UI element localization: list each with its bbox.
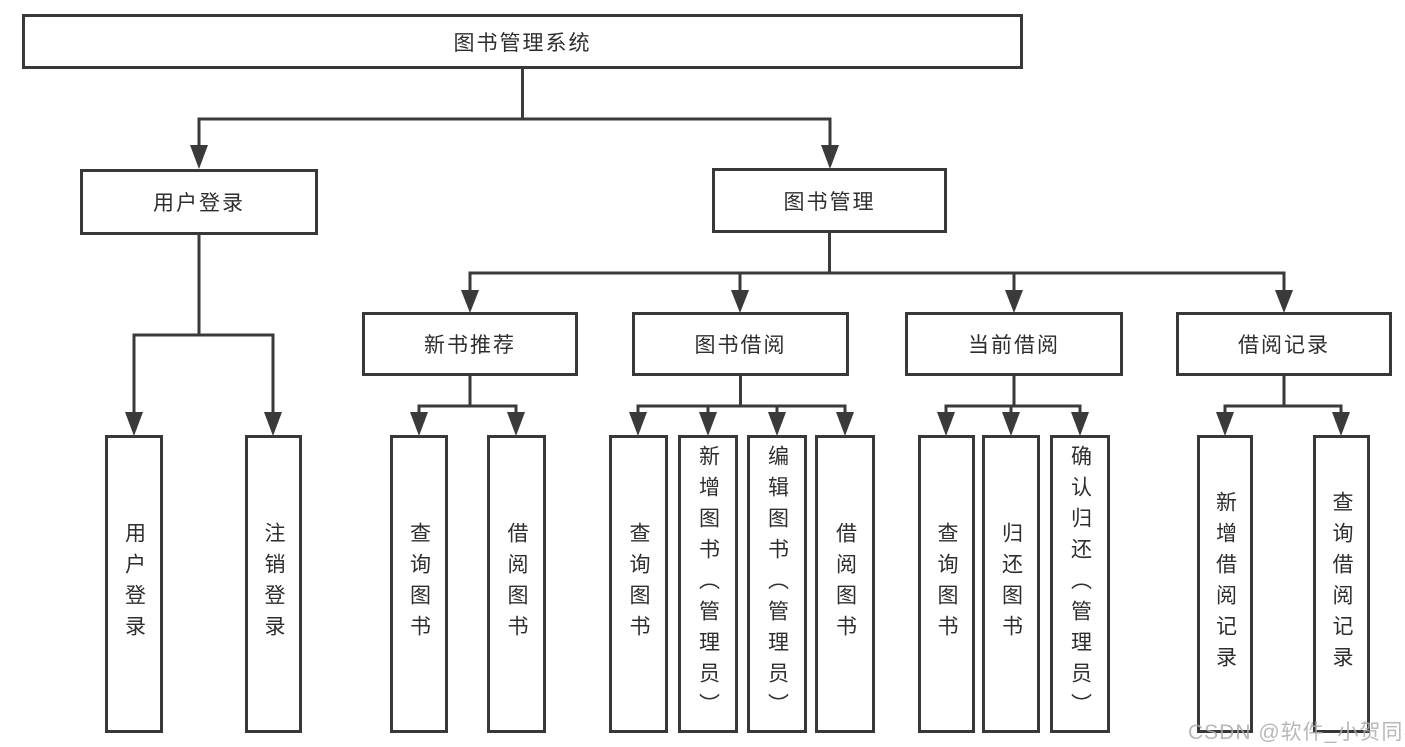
connector-root-to-level2 [197, 69, 832, 147]
arrow-icon [821, 145, 839, 169]
arrow-icon [264, 412, 282, 436]
arrow-icon [125, 412, 143, 436]
arrow-icon [410, 412, 428, 436]
connector-user-login-branch [132, 235, 275, 414]
arrow-icon [1216, 412, 1234, 436]
arrow-icon [1332, 412, 1350, 436]
connector-book-borrow-branch [636, 376, 847, 414]
node-borrow-record: 借阅记录 [1176, 312, 1392, 376]
leaf-borrow-book: 借阅图书 [815, 435, 875, 733]
arrow-icon [1275, 290, 1293, 313]
leaf-edit-book-admin: 编辑图书（管理员） [747, 435, 807, 733]
leaf-borrow-book-recommend: 借阅图书 [487, 435, 546, 733]
leaf-add-book-admin: 新增图书（管理员） [678, 435, 738, 733]
leaf-confirm-return-admin: 确认归还（管理员） [1050, 435, 1110, 733]
node-current-borrow: 当前借阅 [905, 312, 1123, 376]
arrow-icon [836, 412, 854, 436]
arrow-icon [190, 145, 208, 169]
arrow-icon [507, 412, 525, 436]
leaf-query-book-borrow: 查询图书 [609, 435, 668, 733]
leaf-query-borrow-record: 查询借阅记录 [1313, 435, 1370, 733]
arrow-icon [768, 412, 786, 436]
arrow-icon [699, 412, 717, 436]
arrow-icon [1005, 290, 1023, 313]
arrow-icon [461, 290, 479, 313]
node-new-book-recommend: 新书推荐 [362, 312, 578, 376]
leaf-query-book-recommend: 查询图书 [390, 435, 448, 733]
arrow-icon [731, 290, 749, 313]
leaf-add-borrow-record: 新增借阅记录 [1197, 435, 1253, 733]
arrow-icon [1071, 412, 1089, 436]
connector-borrow-record-branch [1223, 376, 1343, 414]
node-book-management: 图书管理 [712, 168, 947, 233]
leaf-return-book: 归还图书 [982, 435, 1040, 733]
arrowheads [125, 145, 1350, 436]
arrow-icon [937, 412, 955, 436]
csdn-watermark: CSDN @软件_小贺同学 [1188, 721, 1405, 744]
connector-book-management-branch [468, 233, 1286, 292]
leaf-user-login: 用户登录 [105, 435, 163, 733]
connector-current-borrow-branch [944, 376, 1082, 414]
arrow-icon [629, 412, 647, 436]
node-root-system: 图书管理系统 [22, 14, 1023, 69]
node-user-login: 用户登录 [80, 169, 318, 235]
leaf-query-book-current: 查询图书 [918, 435, 975, 733]
connector-new-book-recommend-branch [417, 376, 518, 414]
leaf-logout: 注销登录 [245, 435, 302, 733]
arrow-icon [1002, 412, 1020, 436]
node-book-borrow: 图书借阅 [632, 312, 849, 376]
